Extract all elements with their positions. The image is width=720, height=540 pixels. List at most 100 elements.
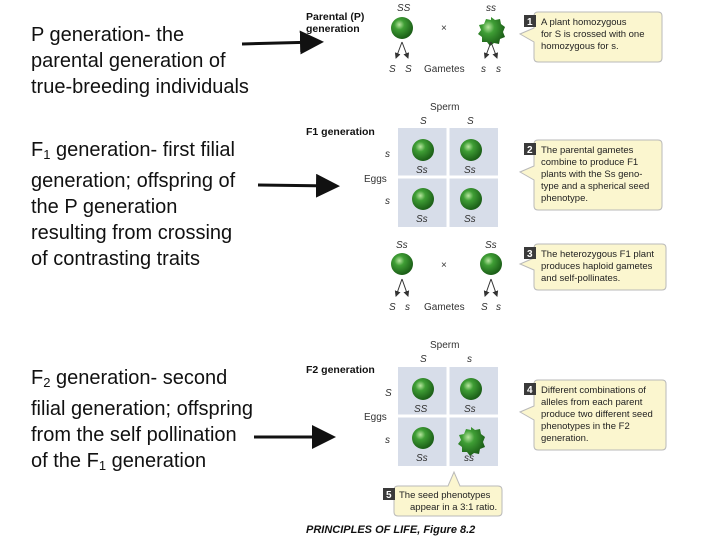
parent-gamete: s [496, 64, 501, 75]
f2-egg-allele: s [385, 435, 390, 446]
pointer-arrow-f1 [257, 173, 340, 198]
f1-egg-allele: s [385, 149, 390, 160]
f1-desc-line: of contrasting traits [31, 248, 200, 270]
svg-text:3: 3 [527, 249, 533, 260]
gamete-arrow [483, 41, 492, 59]
svg-text:4: 4 [527, 385, 533, 396]
f1-egg-allele: s [385, 196, 390, 207]
round-pea-icon [412, 378, 434, 400]
gamete-arrow [490, 41, 499, 59]
gamete-arrow [394, 41, 403, 59]
round-pea-icon [412, 139, 434, 161]
svg-text:2: 2 [527, 145, 533, 156]
svg-text:5: 5 [386, 490, 392, 501]
f2-sperm-allele: s [467, 354, 472, 365]
f1-cell-genotype: Ss [464, 165, 476, 176]
step-number-badge [524, 247, 536, 259]
gamete-arrow [401, 278, 410, 297]
f1-sperm-allele: S [467, 116, 474, 127]
gamete-arrow [483, 278, 492, 297]
f1-cell-genotype: Ss [464, 214, 476, 225]
f1-sperm-label: Sperm [430, 102, 459, 113]
callout-text: produce two different seed [541, 409, 653, 420]
f1-desc-line: resulting from crossing [31, 222, 233, 244]
f1-cell-genotype: Ss [416, 214, 428, 225]
callout-text: The seed phenotypes [399, 490, 491, 501]
callout-text: homozygous for s. [541, 41, 619, 52]
f1-title: F1 generation [306, 126, 375, 138]
f2-sperm-allele: S [420, 354, 427, 365]
round-pea-icon [460, 139, 482, 161]
f2-desc-heading: F2 generation- second [31, 367, 228, 390]
f1-gamete: S [389, 302, 396, 313]
callout-text: alleles from each parent [541, 397, 643, 408]
callout-text: plants with the Ss geno- [541, 169, 642, 180]
svg-text:1: 1 [527, 17, 533, 28]
callout-text: combine to produce F1 [541, 157, 638, 168]
f1-gamete: s [496, 302, 501, 313]
callout-text: for S is crossed with one [541, 29, 645, 40]
f1-gamete: s [405, 302, 410, 313]
f1-cell-genotype: Ss [416, 165, 428, 176]
figure-caption: PRINCIPLES OF LIFE, Figure 8.2 [306, 524, 475, 536]
callout-2: 2 The parental gametes combine to produc… [518, 139, 663, 211]
callout-text: phenotype. [541, 193, 588, 204]
step-number-badge [524, 383, 536, 395]
gametes-label: Gametes [424, 302, 465, 313]
round-pea-icon [391, 253, 413, 275]
f2-eggs-label: Eggs [364, 412, 387, 423]
round-pea-icon [460, 378, 482, 400]
callout-text: appear in a 3:1 ratio. [410, 502, 497, 513]
f1-desc-heading: F1 generation- first filial [31, 139, 235, 162]
step-number-badge [524, 15, 536, 27]
f2-desc-line: from the self pollination [31, 424, 237, 446]
callout-5: 5 The seed phenotypes appear in a 3:1 ra… [383, 470, 503, 517]
round-pea-icon [391, 17, 413, 39]
parental-title-2: generation [306, 23, 360, 35]
round-pea-icon [480, 253, 502, 275]
f2-sperm-label: Sperm [430, 340, 459, 351]
callout-3: 3 The heterozygous F1 plant produces hap… [518, 243, 667, 291]
f1-gamete: S [481, 302, 488, 313]
callout-text: Different combinations of [541, 385, 646, 396]
parent-gamete: S [389, 64, 396, 75]
callout-text: A plant homozygous [541, 17, 627, 28]
callout-text: and self-pollinates. [541, 273, 620, 284]
parental-title: Parental (P) [306, 11, 364, 23]
f1-desc-line: generation; offspring of [31, 170, 236, 192]
f2-desc-line: filial generation; offspring [31, 398, 253, 420]
callout-text: phenotypes in the F2 [541, 421, 630, 432]
f1-cross-right-genotype: Ss [485, 240, 497, 251]
pointer-arrow-p [241, 30, 324, 55]
cross-symbol: × [441, 260, 447, 271]
callout-text: generation. [541, 433, 589, 444]
gamete-arrow [490, 278, 499, 297]
f2-title: F2 generation [306, 364, 375, 376]
callout-1: 1 A plant homozygous for S is crossed wi… [518, 11, 663, 63]
f1-cross-left-genotype: Ss [396, 240, 408, 251]
parent-gamete: S [405, 64, 412, 75]
f2-desc-line: of the F1 generation [31, 450, 207, 473]
p-desc-line: true-breeding individuals [31, 76, 249, 98]
f2-egg-allele: S [385, 388, 392, 399]
gametes-label: Gametes [424, 64, 465, 75]
p-generation-description: P generation- the parental generation of… [31, 22, 249, 100]
gamete-arrow [394, 278, 403, 297]
callout-text: The parental gametes [541, 145, 634, 156]
p-desc-line: P generation- the [31, 24, 185, 46]
p-desc-line: parental generation of [31, 50, 226, 72]
step-number-badge [524, 143, 536, 155]
f1-generation-description: F1 generation- first filial generation; … [31, 137, 235, 272]
wrinkled-pea-icon [478, 17, 505, 46]
cross-symbol: × [441, 23, 447, 34]
f1-eggs-label: Eggs [364, 174, 387, 185]
f1-desc-line: the P generation [31, 196, 178, 218]
f2-cell-genotype: Ss [464, 404, 476, 415]
gamete-arrow [401, 41, 410, 59]
round-pea-icon [412, 188, 434, 210]
callout-4: 4 Different combinations of alleles from… [518, 379, 667, 451]
step-number-badge [383, 488, 395, 500]
f2-cell-genotype: SS [414, 404, 428, 415]
callout-text: The heterozygous F1 plant [541, 249, 654, 260]
